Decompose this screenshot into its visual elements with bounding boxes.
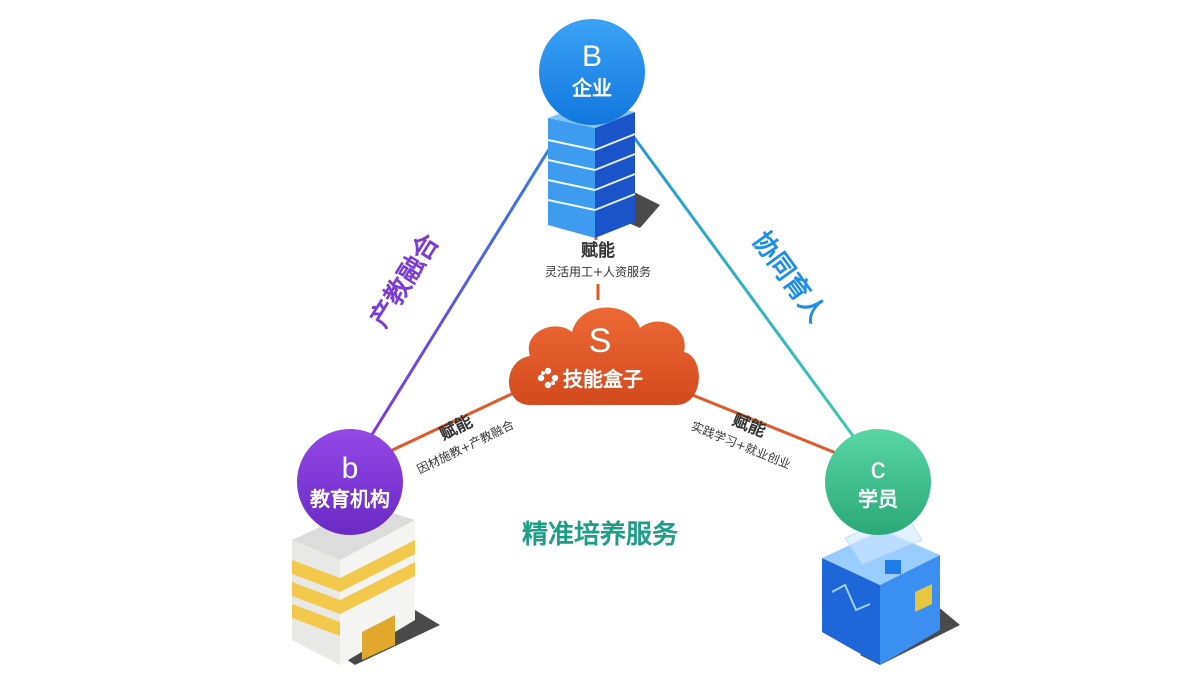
node-enterprise-label: 企业 — [571, 76, 612, 100]
edge-right — [590, 79, 880, 471]
node-student-label: 学员 — [858, 487, 898, 511]
hub-brand-label: 技能盒子 — [563, 367, 643, 391]
hub-cloud: S 技能盒子 — [509, 307, 699, 405]
study-box-illustration — [822, 511, 960, 665]
node-institution-letter: b — [342, 452, 359, 485]
side-label-left: 产教融合 — [364, 227, 446, 332]
hub-letter: S — [589, 322, 612, 360]
side-label-right: 协同育人 — [746, 226, 832, 328]
side-label-bottom: 精准培养服务 — [522, 519, 678, 550]
hub-logo-icon — [537, 367, 559, 389]
node-student-letter: c — [871, 452, 886, 485]
school-building-illustration — [292, 505, 440, 665]
node-institution: b 教育机构 — [297, 429, 403, 535]
connector-top-title: 赋能 — [581, 240, 615, 261]
node-enterprise-letter: B — [582, 40, 602, 73]
node-institution-label: 教育机构 — [310, 487, 390, 511]
connector-top-sub: 灵活用工+人资服务 — [545, 264, 651, 279]
node-enterprise: B 企业 — [539, 19, 645, 125]
node-student: c 学员 — [825, 429, 931, 535]
